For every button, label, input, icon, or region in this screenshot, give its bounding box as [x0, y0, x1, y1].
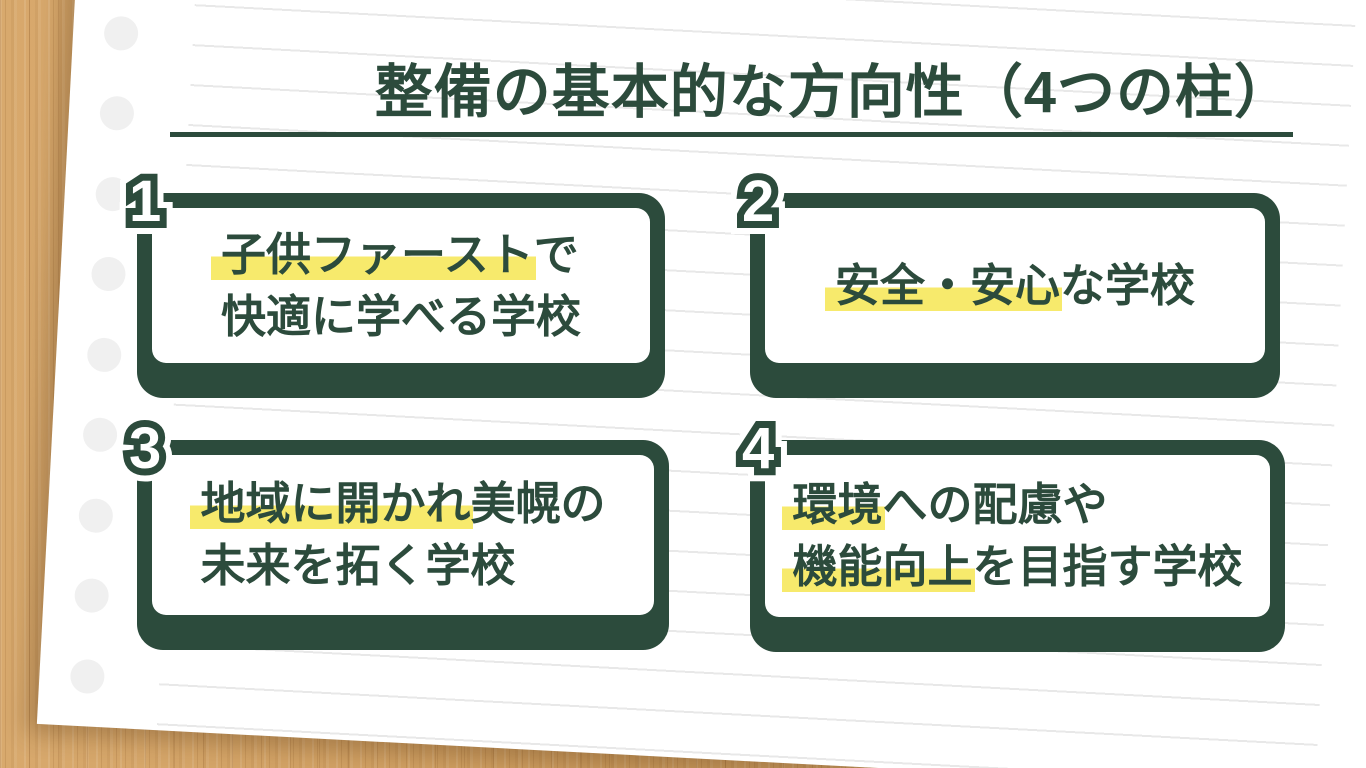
card-body: 子供ファーストで 快適に学べる学校: [152, 208, 650, 363]
pillar-card-3: 3 3 3 地域に開かれ美幌の 未来を拓く学校: [116, 407, 669, 650]
page-title: 整備の基本的な方向性（4つの柱）: [374, 60, 1293, 125]
highlighted-text: 子供ファースト: [210, 228, 536, 280]
card-number-badge-4: 4 4 4: [729, 407, 787, 491]
card-number-badge-2: 2 2 2: [729, 160, 787, 244]
card-text-line: 安全・安心な学校: [824, 255, 1195, 317]
pillar-card-1: 1 1 1 子供ファーストで 快適に学べる学校: [116, 160, 665, 398]
card-text-line: 機能向上を目指す学校: [782, 536, 1243, 598]
card-text: 子供ファーストで 快適に学べる学校: [210, 224, 581, 348]
pillar-card-4: 4 4 4 環境への配慮や 機能向上を目指す学校: [729, 407, 1285, 652]
card-text-line: 地域に開かれ美幌の: [190, 473, 606, 535]
card-text: 環境への配慮や 機能向上を目指す学校: [782, 474, 1243, 598]
highlighted-text: 環境: [782, 479, 885, 530]
card-text-line: 子供ファーストで: [210, 224, 581, 286]
card-number-badge-1: 1 1 1: [116, 160, 174, 244]
highlighted-text: 地域に開かれ: [190, 478, 473, 529]
card-body: 安全・安心な学校: [765, 208, 1265, 363]
card-number-badge-3: 3 3 3: [116, 407, 174, 491]
card-text: 安全・安心な学校: [824, 255, 1195, 317]
highlighted-text: 機能向上: [782, 541, 975, 592]
card-body: 地域に開かれ美幌の 未来を拓く学校: [152, 455, 654, 615]
title-underline: 整備の基本的な方向性（4つの柱）: [170, 60, 1293, 137]
pillar-card-2: 2 2 2 安全・安心な学校: [729, 160, 1280, 398]
card-text-line: 未来を拓く学校: [200, 540, 516, 591]
highlighted-text: 安全・安心: [824, 259, 1062, 311]
card-text-line: 環境への配慮や: [782, 474, 1242, 536]
card-text-line: 快適に学べる学校: [220, 290, 581, 342]
card-body: 環境への配慮や 機能向上を目指す学校: [765, 455, 1270, 617]
card-text: 地域に開かれ美幌の 未来を拓く学校: [190, 473, 606, 597]
